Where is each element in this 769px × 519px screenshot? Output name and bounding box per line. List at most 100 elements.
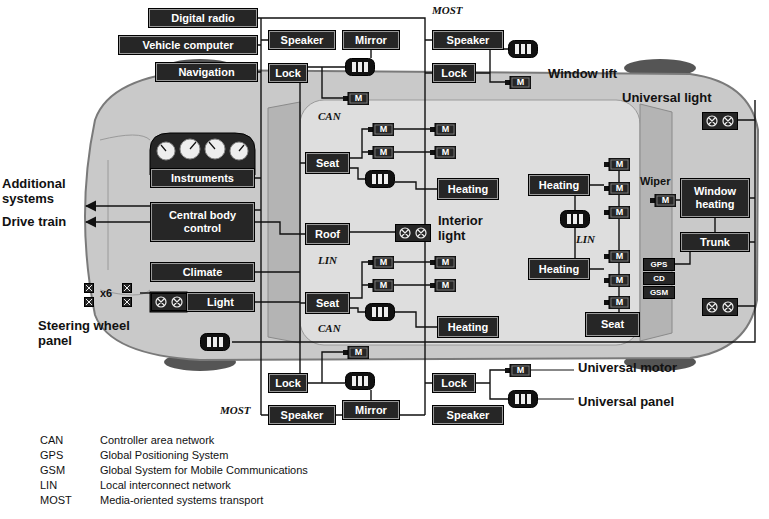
module-label: Speaker (281, 34, 324, 47)
module-label: Seat (316, 297, 339, 310)
legend-description: Controller area network (100, 433, 214, 447)
module-label: Climate (183, 266, 223, 279)
motor-letter: M (609, 158, 630, 171)
legend-abbreviation: LIN (40, 478, 57, 492)
motor-letter: M (510, 364, 531, 377)
bus-label: CAN (318, 110, 341, 123)
module-box: Central body control (150, 202, 255, 242)
module-box: Seat (305, 152, 350, 174)
module-box: Roof (305, 223, 350, 245)
motor-letter: M (609, 296, 630, 309)
module-label: Lock (441, 67, 467, 80)
car-body (85, 70, 758, 360)
universal-motor (343, 76, 676, 377)
motor-letter: M (373, 279, 394, 292)
bus-label: MOST (432, 4, 463, 17)
module-box: CD (643, 272, 675, 285)
output-arrows (86, 206, 150, 222)
motor-letter: M (435, 146, 456, 159)
motor-letter: M (609, 182, 630, 195)
module-label: Seat (601, 318, 624, 331)
bus-connector (255, 222, 305, 234)
motor-letter: M (373, 123, 394, 136)
motor-letter: M (348, 92, 369, 105)
module-label: Light (207, 296, 234, 309)
module-box: Digital radio (148, 8, 258, 28)
module-label: Lock (275, 67, 301, 80)
module-label: Lock (441, 377, 467, 390)
legend-description: Media-oriented systems transport (100, 493, 263, 507)
module-box: Light (186, 292, 255, 312)
legend-abbreviation: MOST (40, 493, 72, 507)
callout-label: Steering wheel panel (38, 318, 146, 348)
module-label: Heating (539, 179, 579, 192)
module-label: CD (653, 274, 665, 284)
callout-label: Universal light (622, 90, 712, 105)
module-box: GPS (643, 258, 675, 271)
wiring (140, 18, 755, 415)
module-box: Heating (437, 316, 499, 338)
module-box: Speaker (268, 405, 336, 425)
module-box: GSM (643, 286, 675, 299)
bus-label: LIN (576, 233, 595, 246)
motor-letter: M (373, 256, 394, 269)
module-box: Heating (528, 258, 590, 280)
module-box: Seat (305, 292, 350, 314)
module-label: Heating (448, 321, 488, 334)
motor-letter: M (655, 194, 676, 207)
module-label: Trunk (700, 236, 730, 249)
motor-letter: M (435, 123, 456, 136)
module-label: Mirror (355, 34, 387, 47)
module-box: Lock (268, 63, 308, 83)
cabin-roof (300, 100, 640, 345)
module-label: Central body control (156, 209, 249, 235)
motor-letter: M (609, 206, 630, 219)
module-box: Lock (432, 373, 476, 393)
module-label: GPS (651, 260, 668, 270)
legend-abbreviation: CAN (40, 433, 63, 447)
motor-letter: M (435, 279, 456, 292)
module-box: Navigation (155, 62, 258, 82)
module-label: Heating (539, 263, 579, 276)
callout-label: Interior light (438, 213, 502, 243)
module-label: Instruments (171, 172, 234, 185)
engine-bay (100, 135, 150, 295)
bus-connector (714, 218, 715, 232)
bus-label: LIN (318, 254, 337, 267)
module-box: Heating (437, 178, 499, 200)
steering-switch (85, 284, 132, 307)
motor-letter: M (609, 274, 630, 287)
module-label: Mirror (355, 404, 387, 417)
module-label: Digital radio (171, 12, 235, 25)
module-box: Mirror (342, 30, 400, 50)
callout-label: Window lift (548, 66, 617, 81)
module-label: GSM (650, 288, 668, 298)
motor-letter: M (435, 256, 456, 269)
motor-letter: M (510, 76, 531, 89)
universal-light (150, 113, 738, 316)
module-box: Speaker (432, 405, 504, 425)
module-label: Navigation (178, 66, 234, 79)
universal-panel (201, 41, 590, 408)
module-box: Lock (432, 63, 476, 83)
module-label: Window heating (686, 185, 744, 211)
module-box: Heating (528, 174, 590, 196)
legend-abbreviation: GPS (40, 448, 63, 462)
motor-letter: M (348, 346, 369, 359)
bus-label: MOST (220, 404, 251, 417)
callout-label: Additional systems (2, 176, 78, 206)
module-box: Window heating (680, 178, 750, 218)
module-box: Seat (585, 312, 640, 337)
legend-description: Global Positioning System (100, 448, 228, 462)
module-box: Lock (268, 373, 308, 393)
callout-label: Universal panel (578, 394, 674, 409)
module-label: Heating (448, 183, 488, 196)
module-box: Speaker (432, 30, 504, 50)
module-label: Seat (316, 157, 339, 170)
motor-letter: M (373, 146, 394, 159)
module-box: Speaker (268, 30, 336, 50)
rear-window (640, 104, 672, 341)
module-box: Trunk (680, 232, 750, 252)
module-label: Speaker (447, 34, 490, 47)
legend-description: Local interconnect network (100, 478, 231, 492)
